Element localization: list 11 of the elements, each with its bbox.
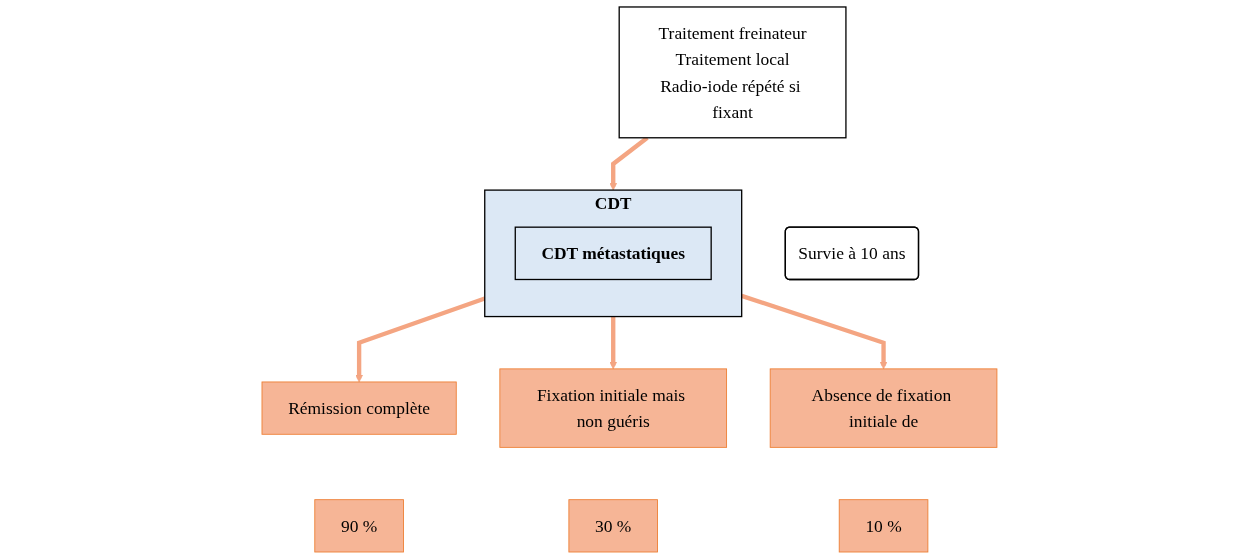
node-box: CDT métastatiques bbox=[514, 226, 712, 281]
arrow bbox=[354, 296, 485, 383]
node-box: Fixation initiale mais non guéris bbox=[498, 368, 727, 448]
node-box: 90 % bbox=[313, 499, 404, 553]
node-box: 30 % bbox=[568, 499, 658, 553]
node-box: 10 % bbox=[838, 499, 928, 553]
arrow bbox=[608, 136, 649, 191]
node-box: Rémission complète bbox=[261, 381, 457, 435]
node-box: Absence de fixation initiale de bbox=[769, 368, 997, 448]
arrow bbox=[608, 316, 617, 370]
node-box: Traitement freinateur Traitement local Radio-iode répété si fixant bbox=[618, 6, 847, 139]
